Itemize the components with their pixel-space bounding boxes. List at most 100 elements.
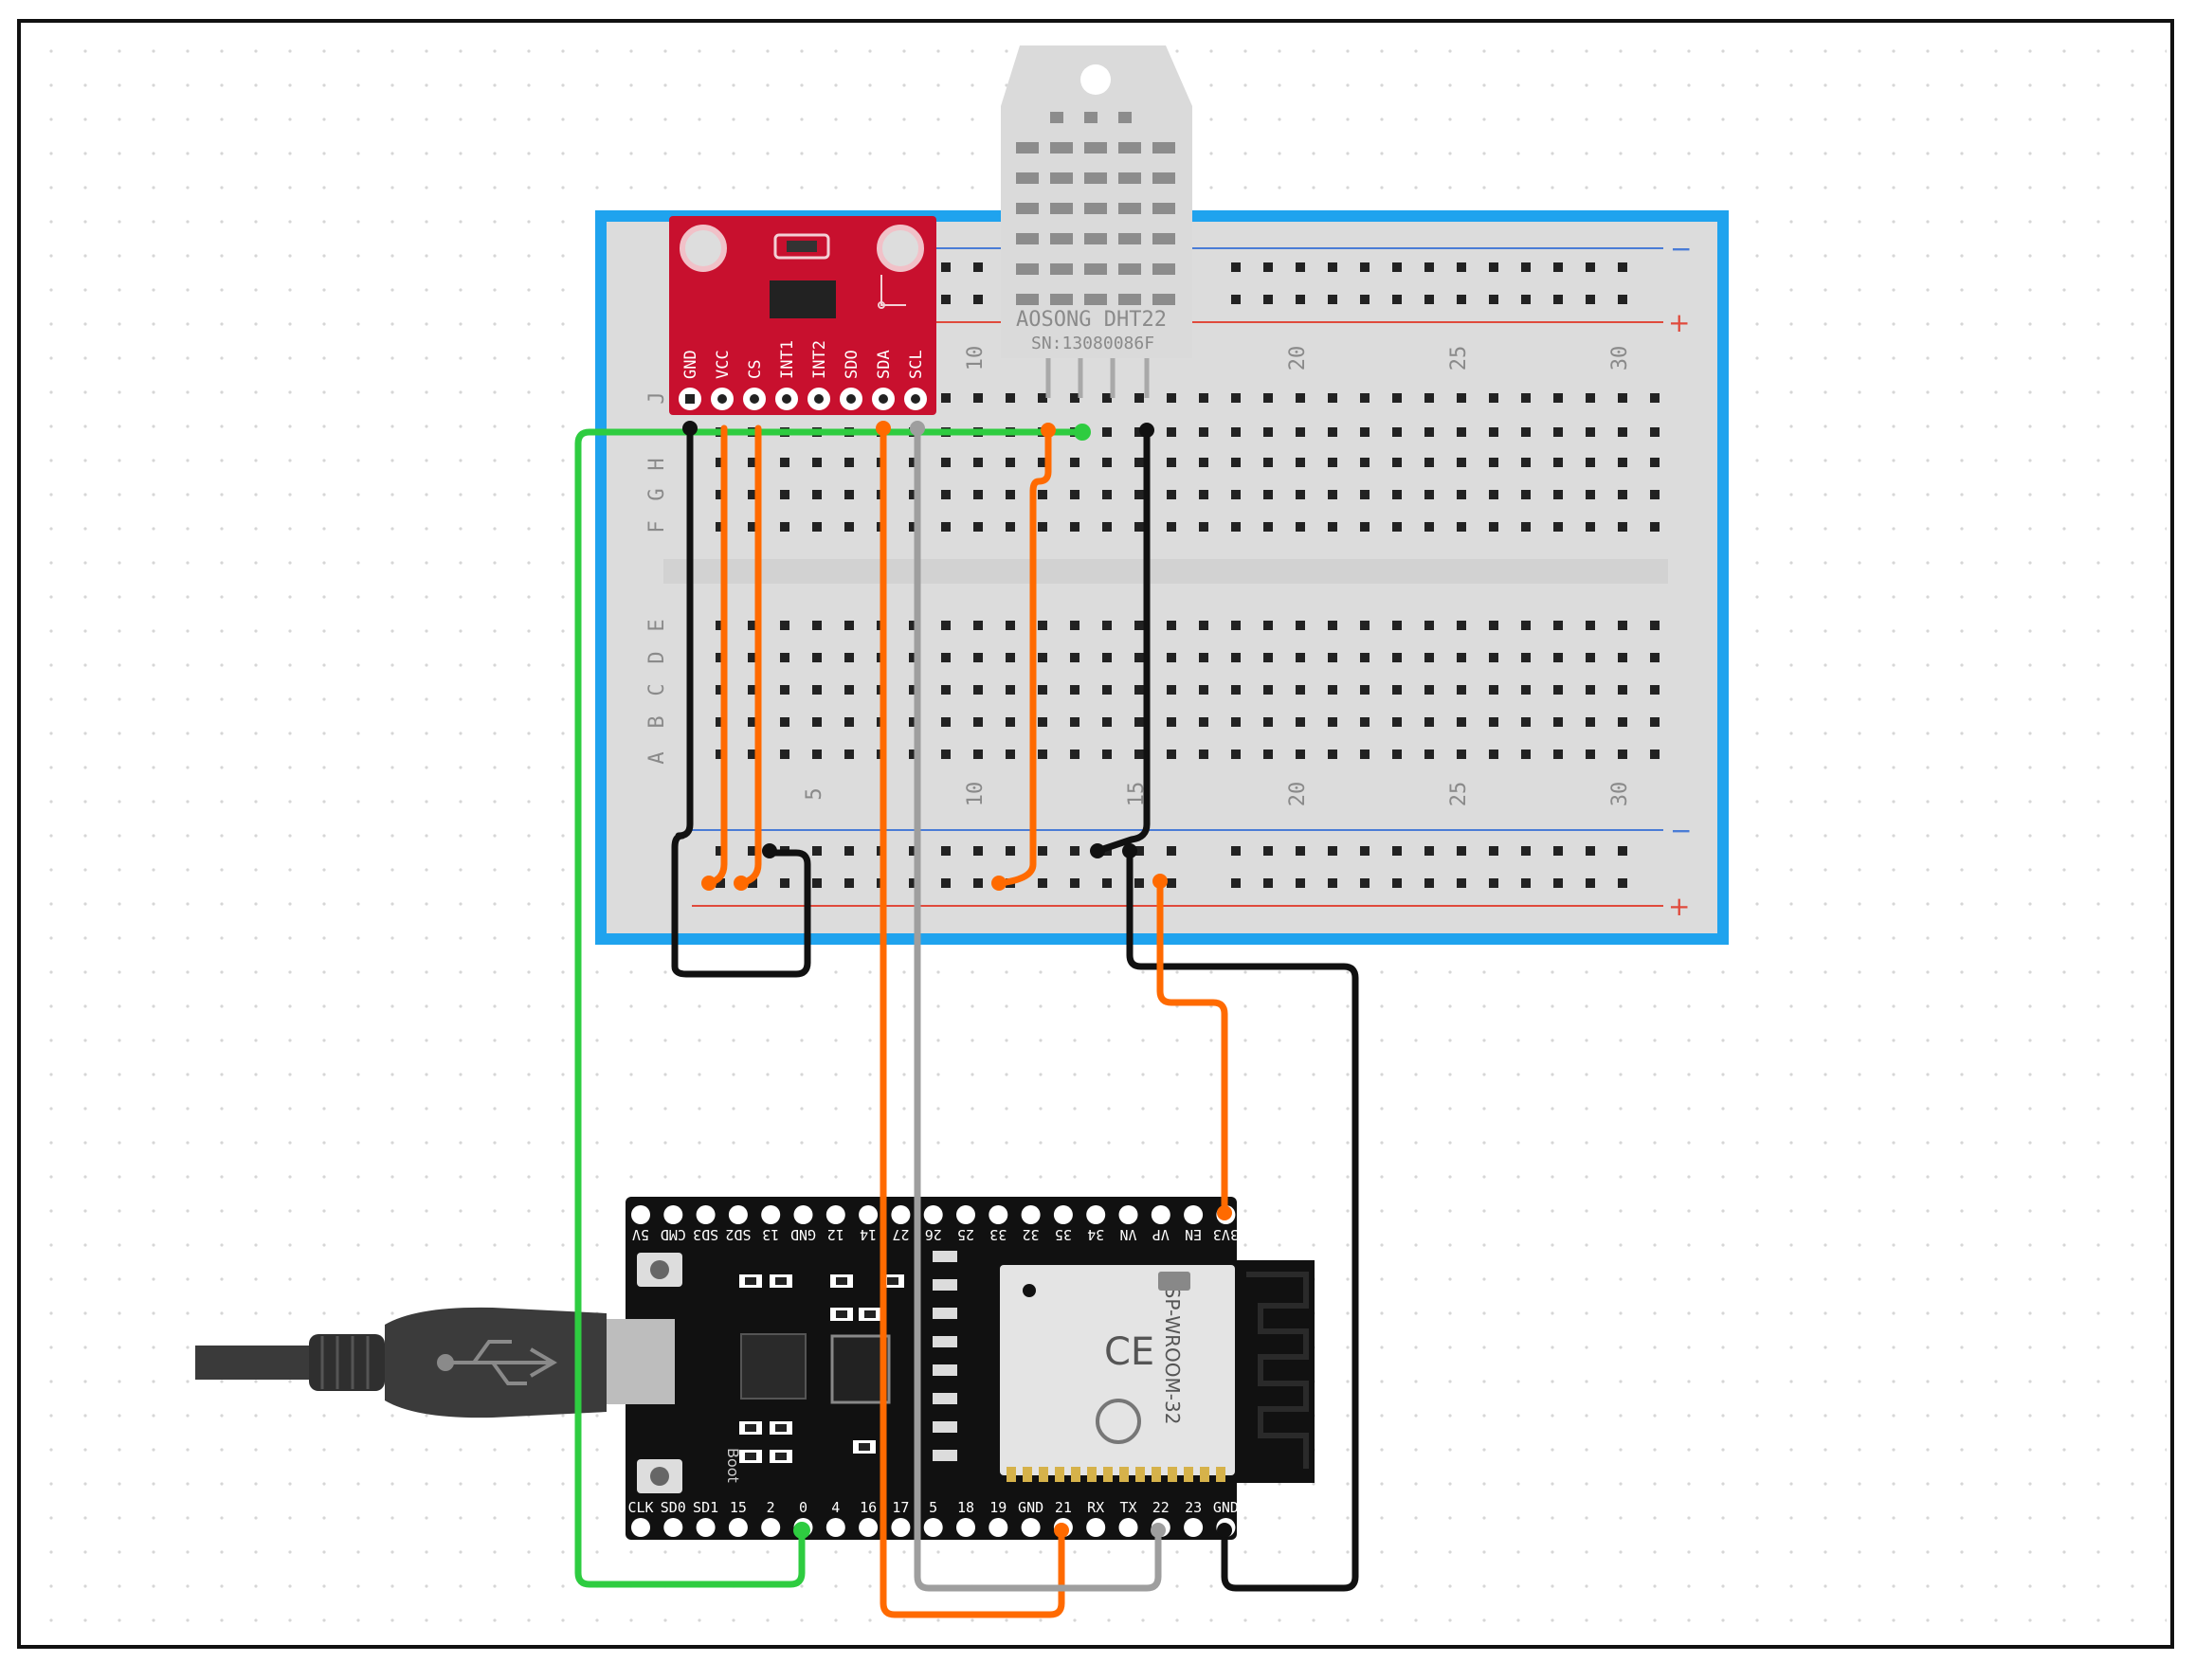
rail-hole bbox=[1006, 846, 1015, 856]
vent-slot bbox=[1152, 294, 1175, 305]
rail-hole bbox=[1618, 295, 1627, 304]
breadboard-hole bbox=[1263, 653, 1273, 662]
breadboard-hole bbox=[1457, 750, 1466, 759]
breadboard-hole bbox=[1586, 393, 1595, 403]
breadboard-hole bbox=[1134, 427, 1144, 437]
smd-component-body bbox=[859, 1443, 870, 1451]
esp32-pin-label: CLK bbox=[627, 1499, 653, 1516]
breadboard-hole bbox=[1521, 685, 1531, 695]
rail-hole bbox=[1424, 878, 1434, 888]
side-header-pad bbox=[933, 1364, 957, 1376]
breadboard-hole bbox=[1070, 653, 1079, 662]
breadboard-hole bbox=[1167, 522, 1176, 532]
boot-label: Boot bbox=[724, 1448, 742, 1483]
module-pad bbox=[1216, 1467, 1225, 1482]
esp32-pin-label: 4 bbox=[831, 1499, 840, 1516]
rail-hole bbox=[1296, 295, 1305, 304]
boot-button-cap[interactable] bbox=[650, 1467, 669, 1486]
rail-hole bbox=[973, 878, 983, 888]
breadboard-hole bbox=[748, 522, 757, 532]
accel-mount-hole-right bbox=[877, 225, 924, 272]
breadboard-hole bbox=[941, 717, 951, 727]
wire-orange-3v3-start bbox=[1217, 1205, 1232, 1220]
rail-hole bbox=[1360, 846, 1370, 856]
breadboard-hole bbox=[1134, 490, 1144, 499]
wire-green-start bbox=[793, 1522, 810, 1539]
module-pad bbox=[1184, 1467, 1193, 1482]
breadboard-hole bbox=[1618, 393, 1627, 403]
rail-hole bbox=[1392, 262, 1402, 272]
breadboard-hole bbox=[1102, 393, 1112, 403]
esp32-pin-label: 35 bbox=[1055, 1226, 1072, 1243]
row-letter: F bbox=[645, 520, 669, 533]
dht22-vent-slots bbox=[1016, 112, 1175, 305]
breadboard-hole bbox=[812, 717, 822, 727]
breadboard-hole bbox=[1424, 653, 1434, 662]
breadboard-hole bbox=[1102, 621, 1112, 630]
esp32-pin-label: 14 bbox=[860, 1226, 877, 1243]
breadboard-hole bbox=[1231, 522, 1241, 532]
rail-hole bbox=[1586, 262, 1595, 272]
breadboard-hole bbox=[1650, 717, 1660, 727]
breadboard-hole bbox=[716, 685, 725, 695]
esp32-pin bbox=[761, 1205, 781, 1224]
esp32-pin-label: TX bbox=[1119, 1499, 1136, 1516]
axis-icon bbox=[878, 275, 906, 309]
row-letter: A bbox=[645, 751, 669, 764]
breadboard-hole bbox=[812, 522, 822, 532]
breadboard-hole bbox=[1296, 490, 1305, 499]
breadboard-hole bbox=[1328, 427, 1337, 437]
breadboard-hole bbox=[1489, 393, 1498, 403]
breadboard-hole bbox=[1586, 685, 1595, 695]
row-letter: G bbox=[645, 488, 669, 500]
rail-hole bbox=[1521, 846, 1531, 856]
breadboard-hole bbox=[1457, 458, 1466, 467]
breadboard-hole bbox=[1650, 490, 1660, 499]
esp32-pin-label: VP bbox=[1152, 1226, 1170, 1243]
rail-hole bbox=[1231, 295, 1241, 304]
accel-pin-hole bbox=[814, 394, 824, 404]
breadboard-hole bbox=[973, 458, 983, 467]
breadboard-hole bbox=[941, 458, 951, 467]
breadboard-hole bbox=[1424, 458, 1434, 467]
rail-hole bbox=[812, 846, 822, 856]
vent-slot bbox=[1084, 142, 1107, 154]
wire-orange-3v3-end bbox=[1152, 874, 1168, 889]
esp32-pin bbox=[989, 1518, 1008, 1537]
wire-gray-scl-end bbox=[910, 421, 925, 436]
module-pad bbox=[1039, 1467, 1048, 1482]
breadboard-hole bbox=[1650, 750, 1660, 759]
breadboard-hole bbox=[1521, 458, 1531, 467]
module-pad bbox=[1200, 1467, 1209, 1482]
breadboard-hole bbox=[1521, 427, 1531, 437]
esp32-pin bbox=[1086, 1518, 1106, 1537]
accel-pin-label: SDO bbox=[843, 350, 862, 379]
rail-hole bbox=[812, 878, 822, 888]
breadboard-hole bbox=[1650, 621, 1660, 630]
breadboard-hole bbox=[1263, 490, 1273, 499]
breadboard-hole bbox=[1521, 621, 1531, 630]
breadboard-hole bbox=[1038, 717, 1047, 727]
breadboard-hole bbox=[909, 653, 918, 662]
breadboard-hole bbox=[1134, 685, 1144, 695]
side-header-pad bbox=[933, 1279, 957, 1291]
esp32-pin bbox=[825, 1205, 845, 1224]
rail-hole bbox=[941, 295, 951, 304]
smd-component-body bbox=[775, 1453, 787, 1460]
esp32-pin bbox=[1053, 1205, 1073, 1224]
esp32-pin-label: 15 bbox=[730, 1499, 747, 1516]
vent-slot bbox=[1050, 203, 1073, 214]
esp32-pin bbox=[956, 1518, 975, 1537]
breadboard-hole bbox=[909, 522, 918, 532]
breadboard-hole bbox=[780, 621, 789, 630]
breadboard-hole bbox=[1167, 750, 1176, 759]
breadboard-hole bbox=[1392, 653, 1402, 662]
dht22-sensor: AOSONG DHT22 SN:13080086F bbox=[1001, 45, 1192, 398]
breadboard-hole bbox=[1199, 393, 1208, 403]
row-letter: J bbox=[645, 391, 669, 404]
breadboard-hole bbox=[1102, 653, 1112, 662]
en-button-cap[interactable] bbox=[650, 1260, 669, 1279]
breadboard-hole bbox=[1586, 750, 1595, 759]
breadboard-hole bbox=[1006, 750, 1015, 759]
breadboard-hole bbox=[1457, 427, 1466, 437]
